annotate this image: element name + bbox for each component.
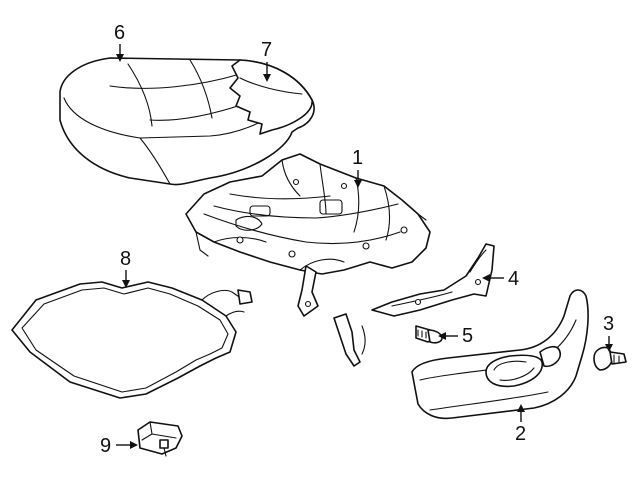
callout-9: 9 — [100, 435, 138, 457]
connector-module-part[interactable] — [137, 421, 183, 457]
clip-part[interactable] — [593, 346, 627, 371]
svg-text:9: 9 — [100, 435, 111, 457]
svg-text:3: 3 — [603, 313, 614, 335]
callout-1: 1 — [352, 147, 363, 188]
svg-text:2: 2 — [515, 423, 526, 445]
svg-text:7: 7 — [261, 39, 272, 61]
callout-8: 8 — [120, 248, 131, 288]
svg-text:5: 5 — [462, 325, 473, 347]
svg-text:4: 4 — [508, 268, 519, 290]
svg-text:6: 6 — [114, 22, 125, 44]
svg-text:8: 8 — [120, 248, 131, 270]
side-cover-part[interactable] — [411, 289, 589, 420]
callout-4: 4 — [482, 268, 519, 290]
callout-6: 6 — [114, 22, 125, 62]
callout-5: 5 — [438, 325, 473, 347]
callout-7: 7 — [261, 39, 272, 82]
bolt-part[interactable] — [415, 325, 443, 344]
side-bracket-part[interactable] — [333, 243, 495, 367]
seat-cushion-part[interactable] — [59, 57, 315, 186]
svg-text:1: 1 — [352, 147, 363, 169]
callout-2: 2 — [515, 404, 526, 445]
seat-frame-part[interactable] — [185, 153, 431, 317]
sensor-mat-part[interactable] — [11, 281, 253, 399]
callout-3: 3 — [603, 313, 614, 352]
